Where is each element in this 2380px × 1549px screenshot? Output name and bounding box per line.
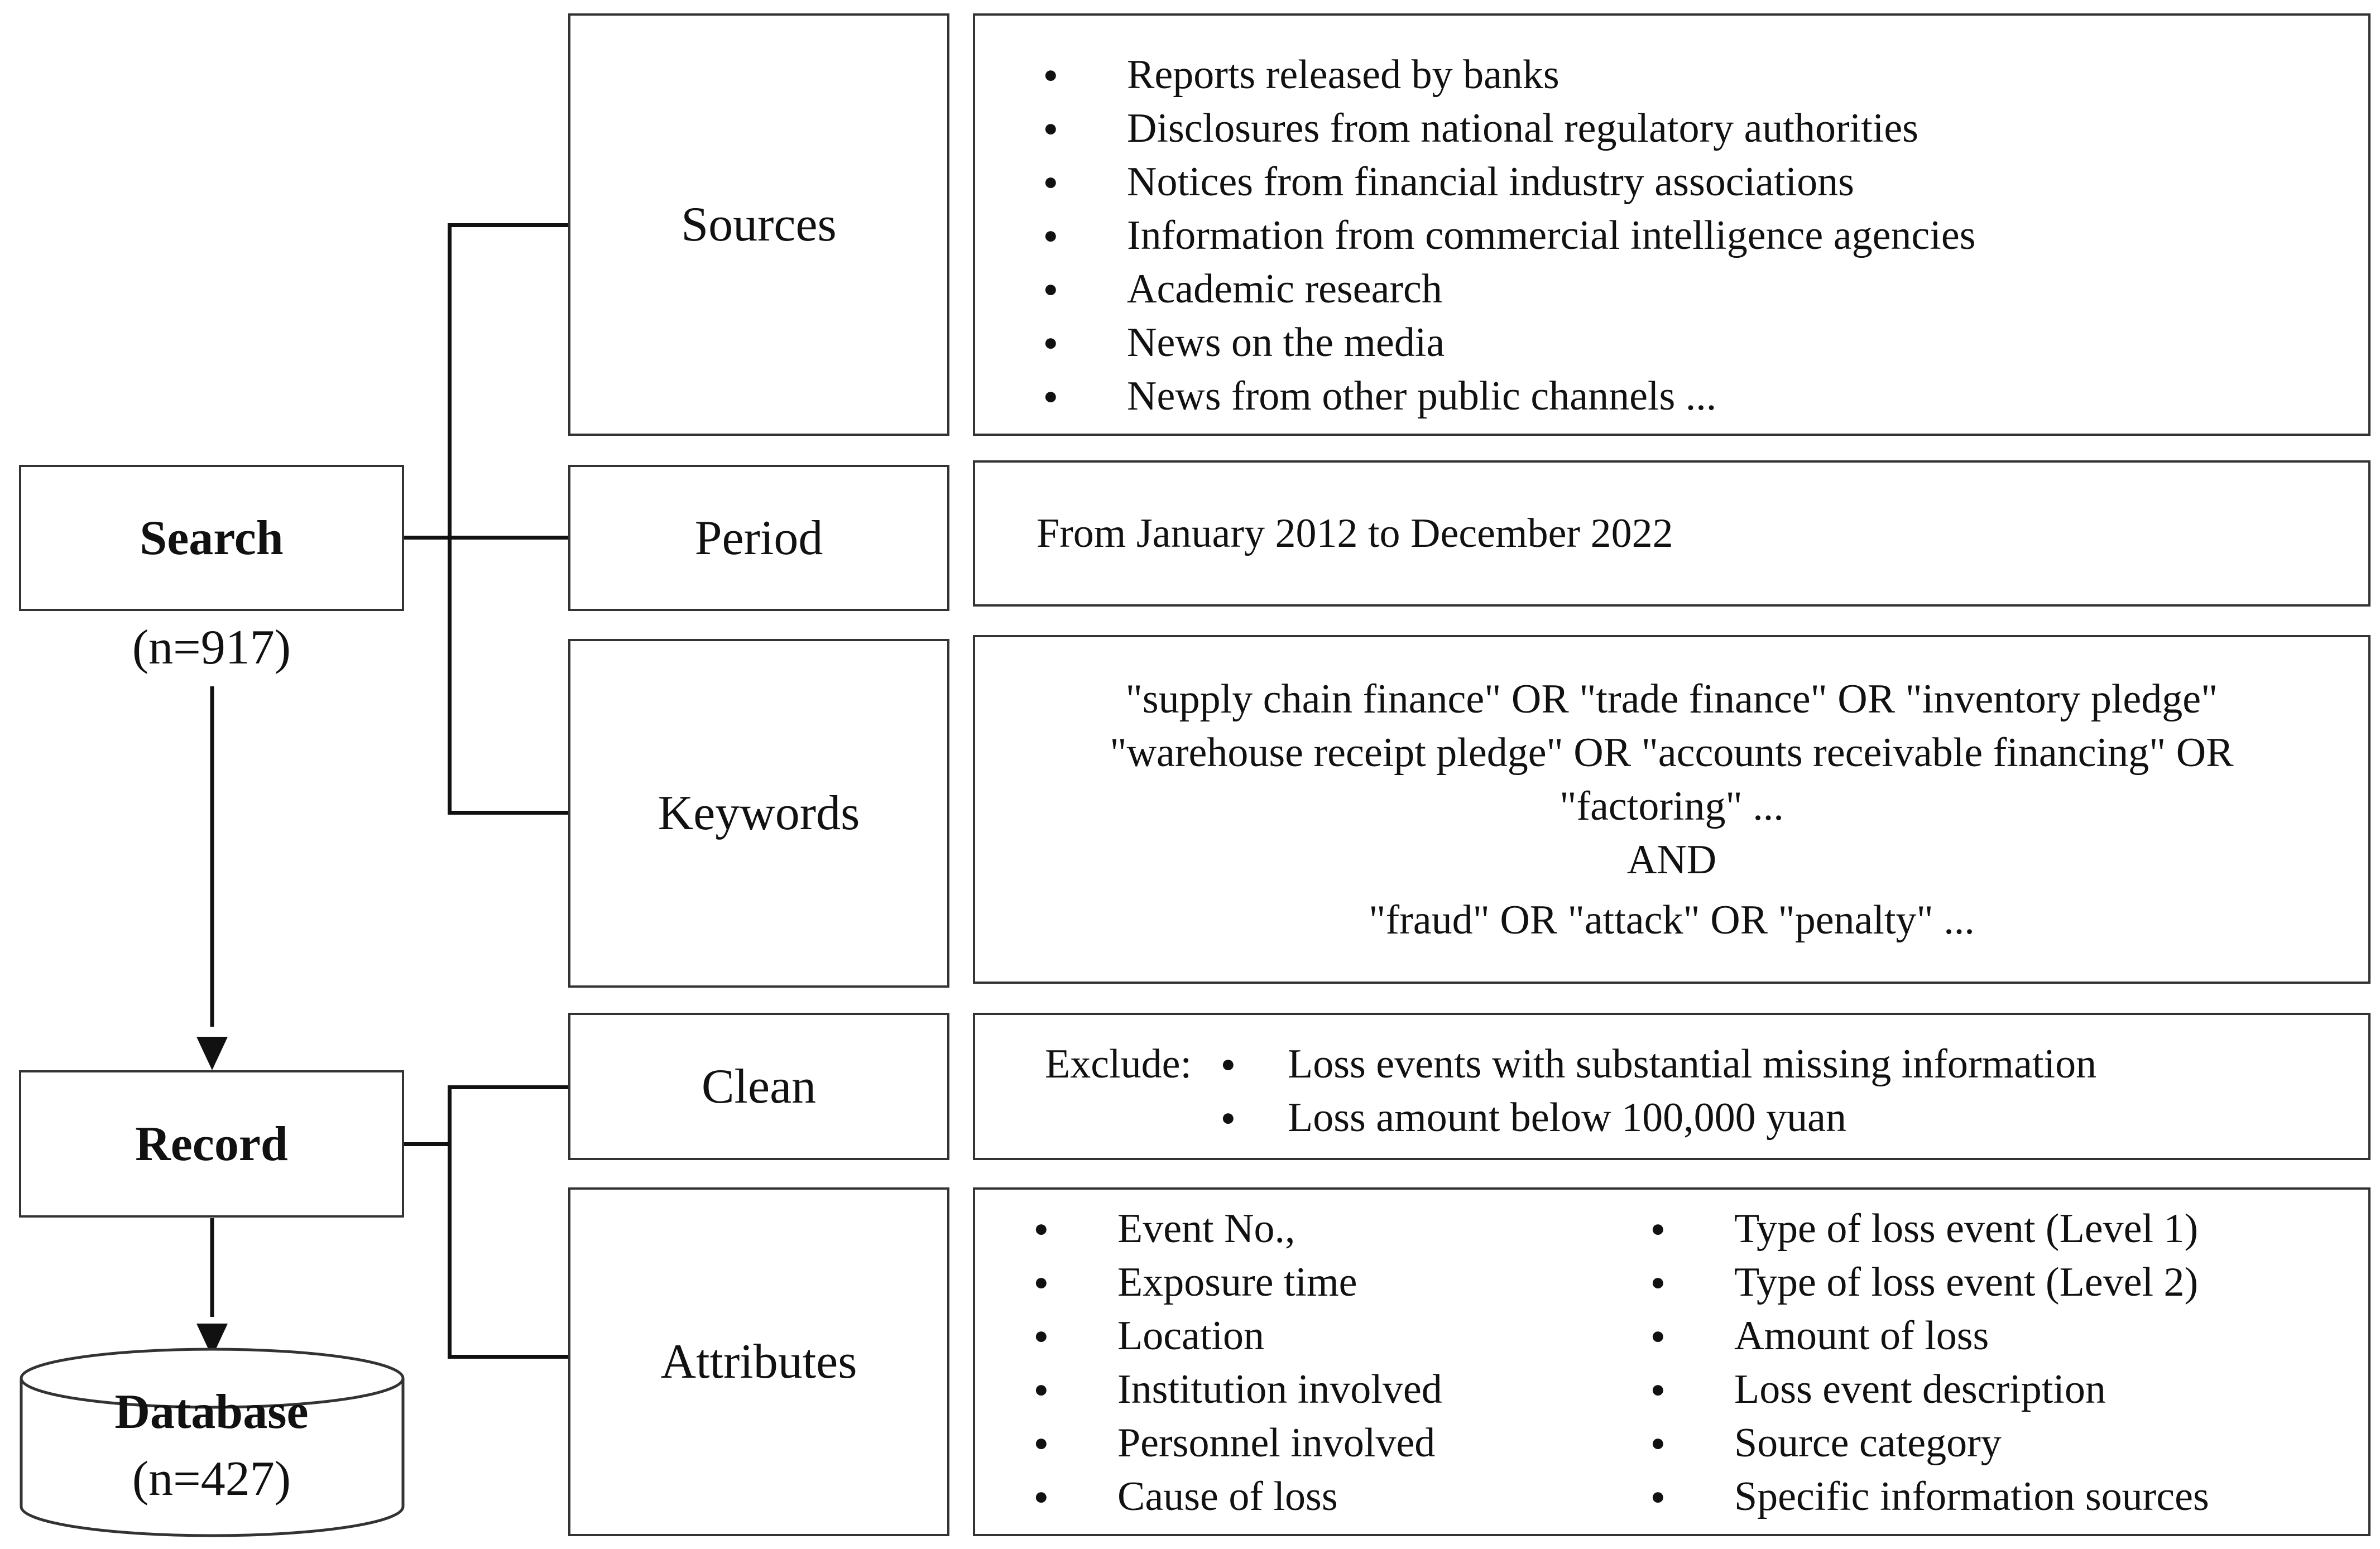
keywords-label: Keywords [658,786,860,840]
list-item: Amount of loss [1650,1309,2209,1363]
keywords-box: Keywords [568,639,949,988]
database-cylinder-body [20,1378,405,1537]
period-box: Period [568,465,949,611]
clean-detail-box: Exclude: Loss events with substantial mi… [973,1013,2371,1160]
list-item: Loss event description [1650,1363,2209,1416]
attributes-right-list: Type of loss event (Level 1) Type of los… [1650,1202,2209,1523]
search-count: (n=917) [132,620,291,675]
list-item: Type of loss event (Level 2) [1650,1255,2209,1309]
search-to-record-arrowhead [196,1037,228,1070]
record-box: Record [19,1070,404,1218]
sources-list: Reports released by banks Disclosures fr… [1043,48,2368,423]
period-text: From January 2012 to December 2022 [1037,511,1673,556]
exclude-label: Exclude: [1045,1041,1192,1087]
list-item: Cause of loss [1034,1470,1442,1523]
record-to-attributes-line [448,1355,569,1359]
keywords-line: "factoring" ... [1560,783,1784,829]
attributes-left-list: Event No., Exposure time Location Instit… [1034,1202,1442,1523]
search-stem-line [403,536,451,540]
database-cylinder-top [20,1348,405,1409]
search-to-sources-line [448,223,569,227]
record-stem-line [403,1142,451,1146]
list-item: Information from commercial intelligence… [1043,209,2368,262]
record-label: Record [135,1117,288,1171]
list-item: Notices from financial industry associat… [1043,155,2368,209]
search-bracket-vertical [448,223,452,815]
list-item: Disclosures from national regulatory aut… [1043,102,2368,155]
period-detail-box: From January 2012 to December 2022 [973,460,2371,607]
list-item: News from other public channels ... [1043,369,2368,423]
record-to-clean-line [448,1085,569,1089]
clean-list: Loss events with substantial missing inf… [1221,1037,2096,1144]
sources-box: Sources [568,13,949,436]
database-count: (n=427) [132,1452,291,1506]
search-to-keywords-line [448,811,569,815]
keywords-line: "supply chain finance" OR "trade finance… [1125,676,2218,722]
attributes-label: Attributes [660,1335,857,1389]
list-item: Academic research [1043,262,2368,316]
keywords-line: "fraud" OR "attack" OR "penalty" ... [1369,897,1975,943]
list-item: Loss events with substantial missing inf… [1221,1037,2096,1091]
period-label: Period [694,511,823,565]
search-box: Search [19,465,404,611]
sources-label: Sources [681,198,837,252]
attributes-box: Attributes [568,1187,949,1536]
record-bracket-vertical [448,1085,452,1359]
database-label: Database [114,1385,309,1439]
record-to-database-arrowhead [196,1324,228,1357]
list-item: Loss amount below 100,000 yuan [1221,1091,2096,1144]
keywords-and-operator: AND [1626,836,1717,883]
clean-label: Clean [701,1059,817,1114]
keywords-line: "warehouse receipt pledge" OR "accounts … [1110,729,2234,776]
list-item: Institution involved [1034,1363,1442,1416]
sources-detail-box: Reports released by banks Disclosures fr… [973,13,2371,436]
clean-box: Clean [568,1013,949,1160]
list-item: Specific information sources [1650,1470,2209,1523]
list-item: Reports released by banks [1043,48,2368,102]
list-item: Location [1034,1309,1442,1363]
list-item: News on the media [1043,316,2368,369]
keywords-detail-box: "supply chain finance" OR "trade finance… [973,635,2371,984]
search-label: Search [140,511,284,565]
search-to-period-line [448,536,569,540]
list-item: Personnel involved [1034,1416,1442,1470]
list-item: Exposure time [1034,1255,1442,1309]
list-item: Type of loss event (Level 1) [1650,1202,2209,1255]
list-item: Source category [1650,1416,2209,1470]
list-item: Event No., [1034,1202,1442,1255]
attributes-detail-box: Event No., Exposure time Location Instit… [973,1187,2371,1536]
